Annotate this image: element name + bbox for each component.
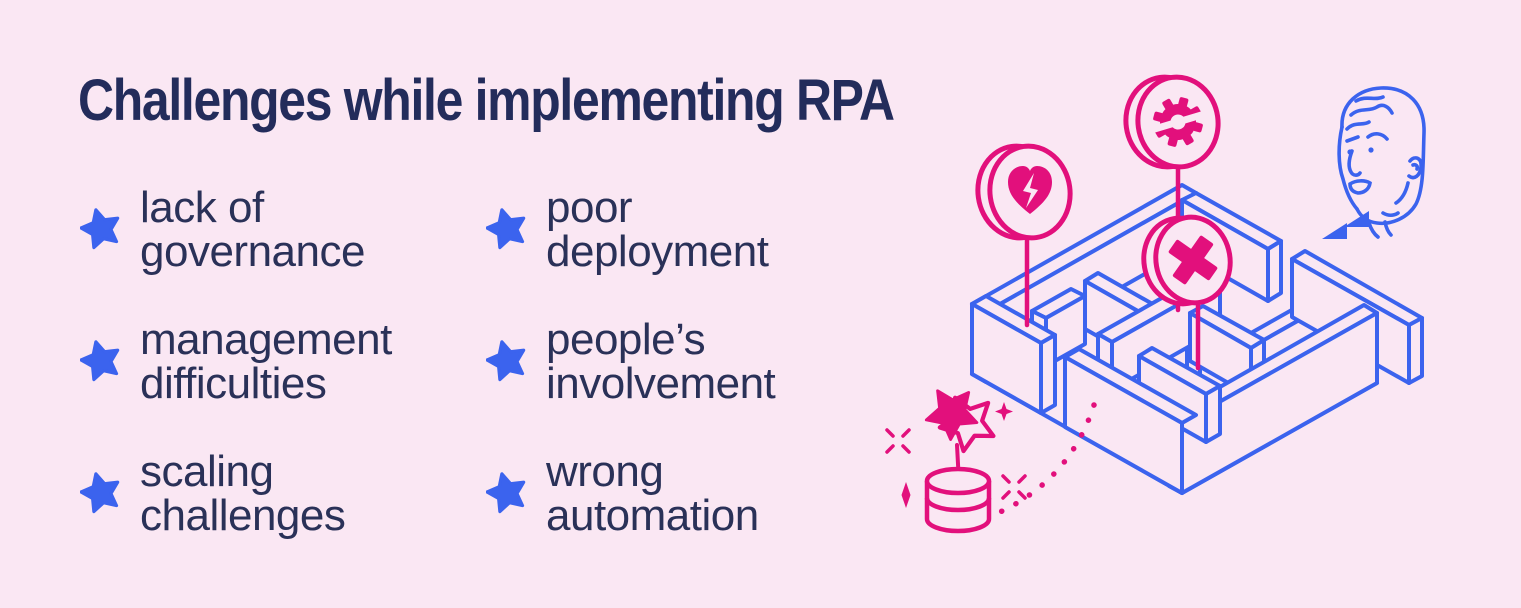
cross-sign-icon: [1141, 214, 1233, 307]
challenge-column-left: lack of governance management difficulti…: [80, 186, 392, 582]
challenge-item: scaling challenges: [80, 450, 392, 538]
sparkle-icon: [885, 402, 1027, 508]
star-bullet-icon: [486, 340, 526, 382]
star-bullet-icon: [80, 340, 120, 382]
page-title: Challenges while implementing RPA: [78, 68, 895, 133]
challenge-label: poor deployment: [546, 183, 769, 276]
star-bullet-icon: [80, 208, 120, 250]
challenge-label: wrong automation: [546, 447, 759, 540]
challenge-label: people’s involvement: [546, 315, 776, 408]
challenge-column-right: poor deployment people’s involvement wro…: [486, 186, 776, 582]
challenge-label: scaling challenges: [140, 447, 346, 540]
confused-face-icon: [1337, 86, 1426, 239]
challenge-item: lack of governance: [80, 186, 392, 274]
star-bullet-icon: [80, 472, 120, 514]
challenge-item: poor deployment: [486, 186, 775, 274]
star-bullet-icon: [486, 472, 526, 514]
dotted-path-icon: [995, 402, 1097, 516]
rewind-cursor-icon: [1322, 211, 1369, 239]
star-trophy-icon: [917, 380, 997, 534]
maze-illustration: [885, 74, 1426, 534]
broken-heart-sign-icon: [975, 143, 1073, 241]
challenge-label: management difficulties: [140, 315, 392, 408]
star-bullet-icon: [486, 208, 526, 250]
challenge-item: management difficulties: [80, 318, 392, 406]
challenge-item: people’s involvement: [486, 315, 776, 408]
challenge-item: wrong automation: [486, 450, 775, 538]
challenge-label: lack of governance: [140, 183, 365, 276]
broken-gear-sign-icon: [1123, 74, 1221, 170]
